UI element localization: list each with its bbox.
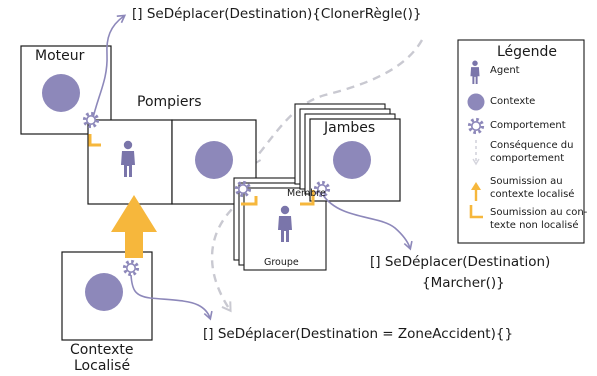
legend-item-comportement: Comportement	[490, 120, 566, 131]
membre-label: Membre	[287, 188, 326, 199]
context-icon	[467, 93, 485, 111]
pompiers-context-circle	[195, 141, 233, 179]
moteur-context-circle	[42, 74, 80, 112]
orange-corner-jambes	[300, 190, 315, 206]
legend-item-soumission-non-localise-line2: texte non localisé	[490, 220, 579, 231]
contexte-localise-label-line2: Localisé	[74, 358, 131, 374]
legend-item-consequence-line2: comportement	[490, 153, 565, 164]
action-right-line1: [] SeDéplacer(Destination)	[370, 254, 551, 270]
orange-corner-moteur	[88, 134, 101, 147]
contexte-localise-label-line1: Contexte	[70, 342, 134, 358]
legend-item-soumission-localise-line1: Soumission au	[490, 176, 563, 187]
behaviour-arrow-moteur	[91, 14, 127, 123]
pompiers-label: Pompiers	[137, 94, 202, 110]
action-bottom: [] SeDéplacer(Destination = ZoneAccident…	[203, 326, 514, 342]
legend-item-consequence-line1: Conséquence du	[490, 140, 574, 151]
jambes-label: Jambes	[324, 120, 376, 136]
action-right-line2: {Marcher()}	[422, 275, 505, 291]
groupe-label: Groupe	[264, 257, 299, 268]
contexte-localise-circle	[85, 273, 123, 311]
action-top: [] SeDéplacer(Destination){ClonerRègle()…	[132, 6, 422, 22]
legend-item-contexte: Contexte	[490, 96, 536, 107]
behaviour-arrow-contexte	[130, 274, 213, 321]
moteur-label: Moteur	[35, 48, 85, 64]
legend-item-soumission-localise-line2: contexte localisé	[490, 189, 575, 200]
orange-submission-arrow	[111, 195, 157, 258]
orange-corner-icon	[469, 205, 483, 219]
behaviour-arrow-jambes	[322, 194, 413, 251]
legend-title: Légende	[497, 44, 558, 60]
contexte-localise-box	[61, 251, 153, 341]
jambes-context-circle	[333, 141, 371, 179]
legend-item-agent: Agent	[490, 65, 520, 76]
legend-item-soumission-non-localise-line1: Soumission au con-	[490, 207, 588, 218]
dashed-consequence-arrow-bottom	[210, 199, 243, 313]
orange-corner-groupe	[241, 196, 258, 206]
